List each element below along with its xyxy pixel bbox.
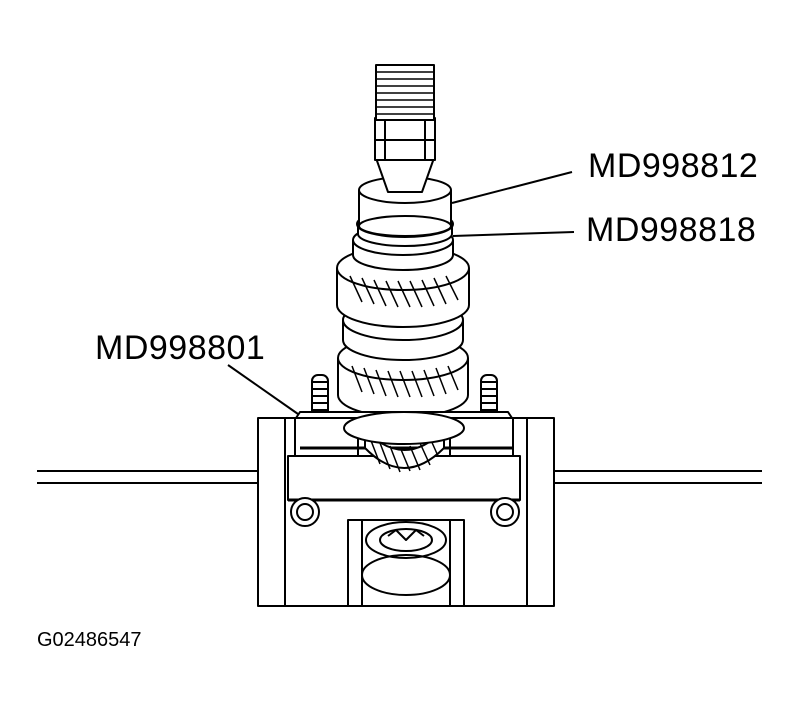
leader-line-md998818 xyxy=(453,232,574,236)
installer-tool-md998812 xyxy=(359,177,451,236)
press-ram xyxy=(375,65,435,192)
callout-md998801: MD998801 xyxy=(95,329,266,367)
callout-md998812: MD998812 xyxy=(588,147,759,185)
plate-bolts xyxy=(291,498,519,526)
bearing-plate-md998801 xyxy=(288,412,520,500)
leader-line-md998812 xyxy=(452,172,572,203)
leader-line-md998801 xyxy=(228,365,298,414)
callout-md998818: MD998818 xyxy=(586,211,757,249)
gear-stack xyxy=(337,225,469,417)
bench-rails xyxy=(37,471,762,483)
lower-gear-teeth xyxy=(344,412,464,472)
figure-id: G02486547 xyxy=(37,629,142,651)
leader-lines xyxy=(228,172,574,414)
